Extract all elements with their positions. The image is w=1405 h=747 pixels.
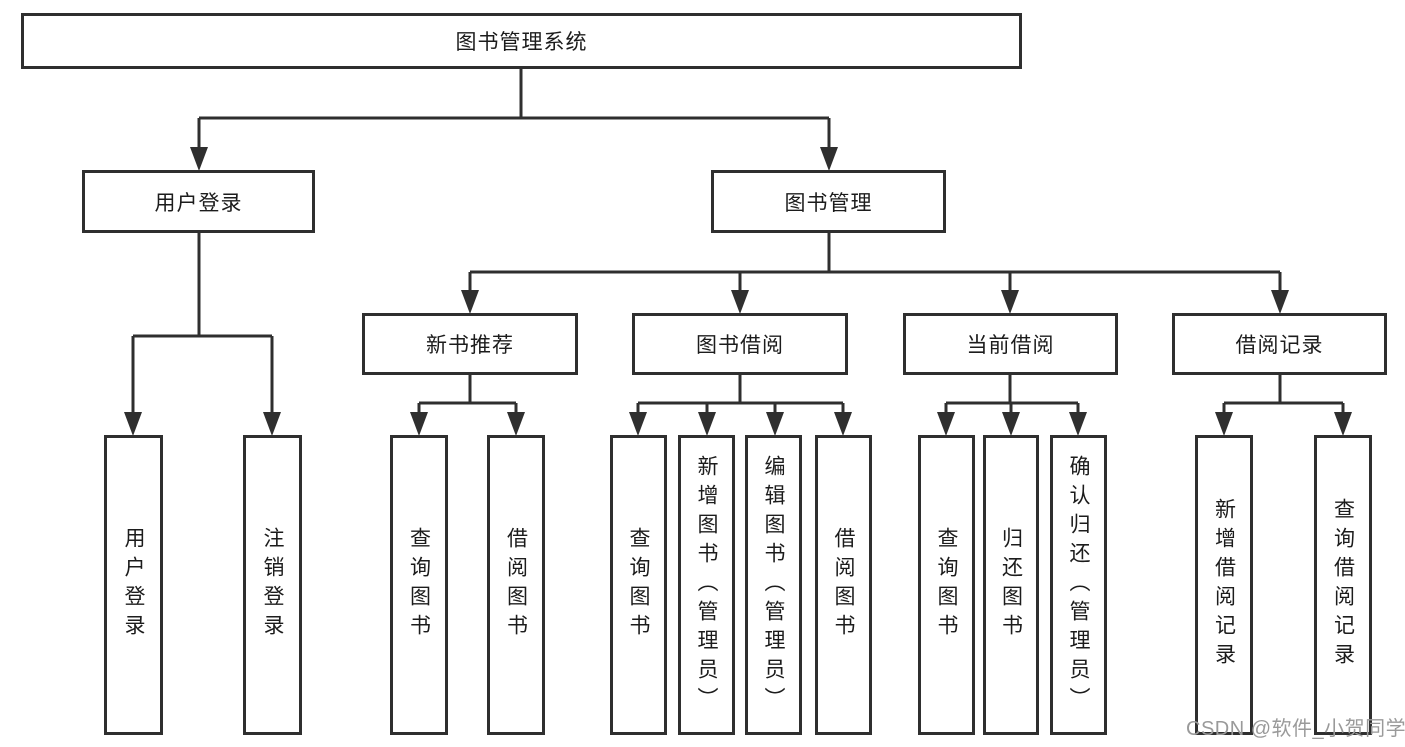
- leaf-query-books-recommend: 查询图书: [390, 435, 448, 735]
- leaf-add-books-admin: 新增图书（管理员）: [678, 435, 735, 735]
- leaf-query-books-current: 查询图书: [918, 435, 975, 735]
- arrowheads: [124, 147, 1352, 436]
- leaf-user-login: 用户登录: [104, 435, 163, 735]
- node-label: 当前借阅: [966, 334, 1055, 357]
- node-label: 查询图书: [627, 527, 650, 643]
- node-label: 新书推荐: [426, 334, 514, 357]
- node-root-system: 图书管理系统: [21, 13, 1022, 69]
- node-label: 借阅图书: [504, 527, 528, 643]
- node-book-management: 图书管理: [711, 170, 946, 233]
- leaf-borrow-books: 借阅图书: [815, 435, 872, 735]
- node-label: 图书借阅: [696, 334, 784, 357]
- node-label: 用户登录: [154, 191, 243, 215]
- node-label: 借阅图书: [832, 527, 855, 643]
- node-label: 注销登录: [261, 527, 284, 643]
- leaf-confirm-return-admin: 确认归还（管理员）: [1050, 435, 1107, 735]
- node-label: 查询图书: [935, 527, 958, 643]
- leaf-logout: 注销登录: [243, 435, 302, 735]
- node-label: 借阅记录: [1235, 334, 1324, 357]
- node-new-book-recommend: 新书推荐: [362, 313, 578, 375]
- node-label: 用户登录: [122, 527, 145, 643]
- node-borrowing-records: 借阅记录: [1172, 313, 1387, 375]
- leaf-borrow-books-recommend: 借阅图书: [487, 435, 545, 735]
- node-label: 归还图书: [999, 527, 1023, 643]
- node-current-borrowing: 当前借阅: [903, 313, 1118, 375]
- leaf-edit-books-admin: 编辑图书（管理员）: [745, 435, 802, 735]
- node-book-borrowing: 图书借阅: [632, 313, 848, 375]
- node-label: 新增借阅记录: [1212, 498, 1236, 672]
- leaf-add-borrow-record: 新增借阅记录: [1195, 435, 1253, 735]
- node-label: 新增图书（管理员）: [695, 454, 718, 716]
- node-label: 编辑图书（管理员）: [762, 454, 785, 716]
- node-label: 查询借阅记录: [1331, 498, 1355, 672]
- node-user-login: 用户登录: [82, 170, 315, 233]
- leaf-return-books: 归还图书: [983, 435, 1039, 735]
- node-label: 图书管理系统: [455, 31, 588, 54]
- node-label: 图书管理: [784, 191, 873, 215]
- leaf-query-books-borrowing: 查询图书: [610, 435, 667, 735]
- csdn-watermark: CSDN @软件_小贺同学: [1186, 718, 1405, 740]
- leaf-query-borrow-record: 查询借阅记录: [1314, 435, 1372, 735]
- node-label: 查询图书: [407, 527, 431, 643]
- node-label: 确认归还（管理员）: [1067, 454, 1090, 716]
